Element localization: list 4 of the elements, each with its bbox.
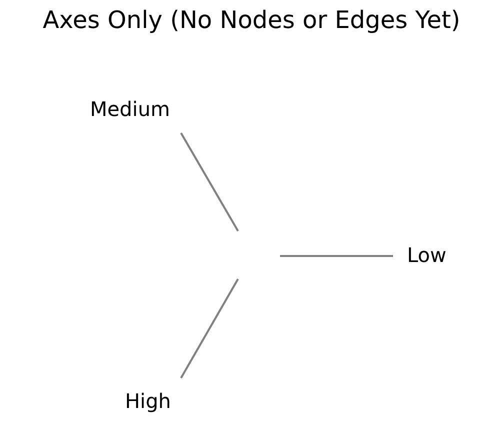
axis-label: Low bbox=[407, 245, 446, 265]
axis-label: Medium bbox=[90, 99, 170, 119]
axis-label: High bbox=[125, 391, 171, 411]
title: Axes Only (No Nodes or Edges Yet) bbox=[42, 6, 462, 34]
